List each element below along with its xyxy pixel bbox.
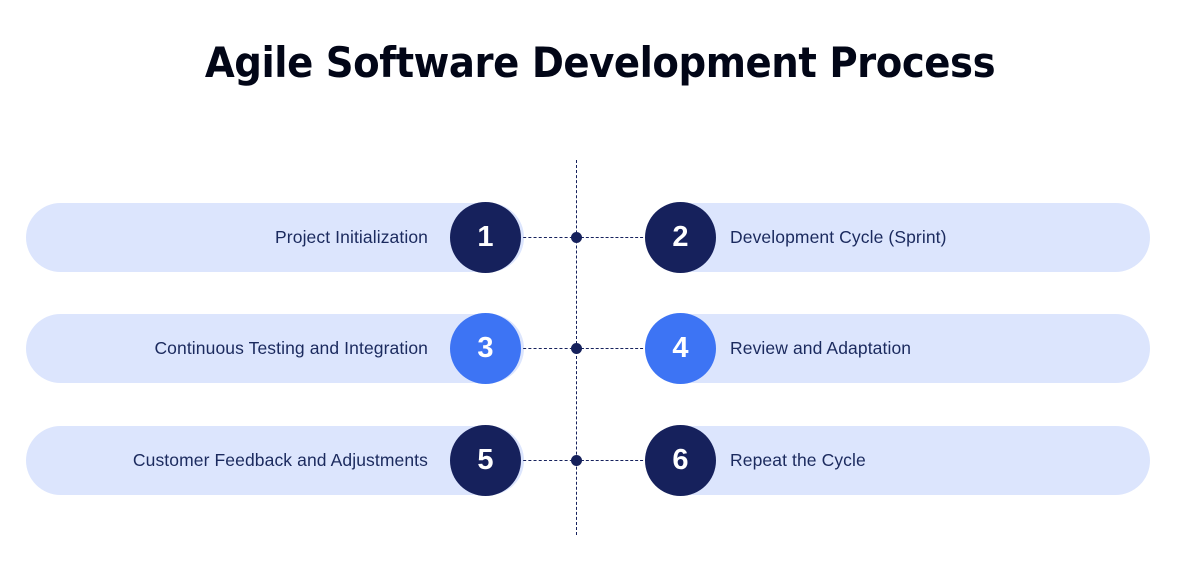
step-number-badge-3[interactable]: 3 (450, 313, 521, 384)
step-number-badge-6[interactable]: 6 (645, 425, 716, 496)
connector-step-4 (576, 348, 648, 349)
connector-step-1 (518, 237, 578, 238)
process-row-1: Project Initialization 1 Development Cyc… (0, 202, 1200, 273)
step-label-1: Project Initialization (275, 227, 428, 247)
step-number-5: 5 (477, 444, 494, 476)
step-number-badge-5[interactable]: 5 (450, 425, 521, 496)
step-label-2: Development Cycle (Sprint) (730, 227, 947, 247)
spine-node-3 (570, 454, 582, 466)
spine-node-1 (570, 231, 582, 243)
step-card-3[interactable]: Continuous Testing and Integration (26, 314, 524, 383)
step-number-2: 2 (672, 221, 689, 253)
step-label-3: Continuous Testing and Integration (154, 338, 428, 358)
step-card-2[interactable]: Development Cycle (Sprint) (648, 203, 1150, 272)
step-card-6[interactable]: Repeat the Cycle (648, 426, 1150, 495)
connector-step-2 (576, 237, 648, 238)
connector-step-3 (518, 348, 578, 349)
spine-node-2 (570, 342, 582, 354)
process-row-2: Continuous Testing and Integration 3 Rev… (0, 313, 1200, 384)
step-number-4: 4 (672, 332, 689, 364)
connector-step-6 (576, 460, 648, 461)
step-number-badge-1[interactable]: 1 (450, 202, 521, 273)
step-label-5: Customer Feedback and Adjustments (132, 450, 428, 470)
step-card-4[interactable]: Review and Adaptation (648, 314, 1150, 383)
step-label-4: Review and Adaptation (730, 338, 912, 358)
step-number-3: 3 (477, 332, 494, 364)
process-row-3: Customer Feedback and Adjustments 5 Repe… (0, 425, 1200, 496)
step-number-badge-2[interactable]: 2 (645, 202, 716, 273)
step-number-1: 1 (477, 221, 494, 253)
connector-step-5 (518, 460, 578, 461)
step-number-6: 6 (672, 444, 689, 476)
step-card-1[interactable]: Project Initialization (26, 203, 524, 272)
step-card-5[interactable]: Customer Feedback and Adjustments (26, 426, 524, 495)
step-number-badge-4[interactable]: 4 (645, 313, 716, 384)
step-label-6: Repeat the Cycle (730, 450, 866, 470)
page-title: Agile Software Development Process (204, 38, 996, 87)
